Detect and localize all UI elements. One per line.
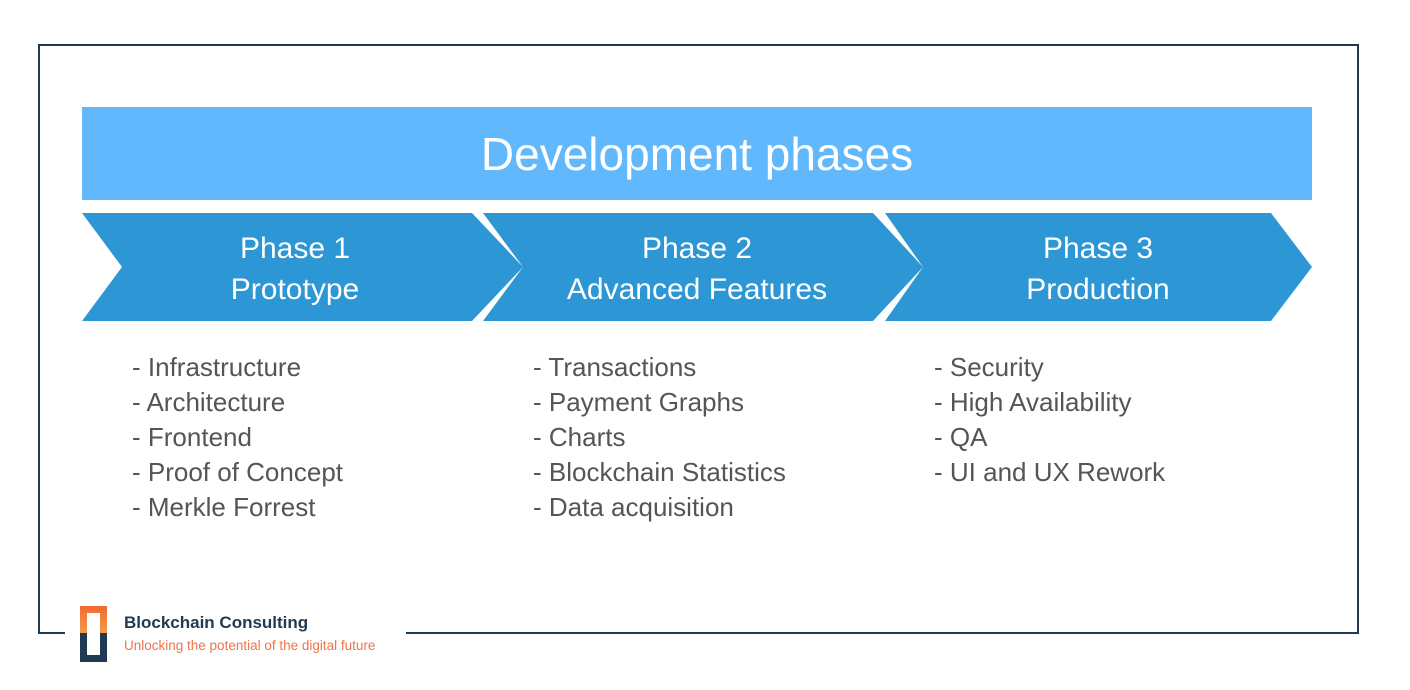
list-item: - Blockchain Statistics <box>533 457 786 487</box>
title-banner: Development phases <box>82 107 1312 200</box>
list-item: - Payment Graphs <box>533 387 744 417</box>
frame-bottom-right <box>406 632 1359 634</box>
list-item: - UI and UX Rework <box>934 457 1166 487</box>
list-item: - Architecture <box>132 387 286 417</box>
phase-1-title: Phase 1 Prototype <box>95 228 495 310</box>
frame-top <box>38 44 1359 46</box>
phase-1-items: - Infrastructure - Architecture - Fronte… <box>132 350 343 525</box>
phase-3-title: Phase 3 Production <box>898 228 1298 310</box>
list-item: - Proof of Concept <box>132 457 343 487</box>
list-item: - High Availability <box>934 387 1132 417</box>
phase-2-items: - Transactions - Payment Graphs - Charts… <box>533 350 786 525</box>
list-item: - Security <box>934 352 1044 382</box>
chevron-phase-1 <box>82 213 523 321</box>
list-item: - QA <box>934 422 988 452</box>
list-item: - Data acquisition <box>533 492 734 522</box>
phase-2-title: Phase 2 Advanced Features <box>497 228 897 310</box>
frame-left <box>38 44 40 634</box>
phase-3-items: - Security - High Availability - QA - UI… <box>934 350 1165 490</box>
frame-bottom-left <box>38 632 65 634</box>
phase-number: Phase 1 <box>239 232 351 265</box>
list-item: - Infrastructure <box>132 352 302 382</box>
company-logo-icon <box>80 606 107 662</box>
list-item: - Charts <box>533 422 626 452</box>
phase-number: Phase 3 <box>1042 232 1154 265</box>
list-item: - Transactions <box>533 352 697 382</box>
phase-name: Production <box>1026 273 1170 306</box>
phase-name: Prototype <box>230 273 360 306</box>
list-item: - Merkle Forrest <box>132 492 316 522</box>
chevron-phase-2 <box>483 213 923 321</box>
chevron-phase-3 <box>885 213 1312 321</box>
list-item: - Frontend <box>132 422 252 452</box>
phase-number: Phase 2 <box>641 232 753 265</box>
brand-tagline: Unlocking the potential of the digital f… <box>124 638 376 653</box>
brand-name: Blockchain Consulting <box>124 613 309 632</box>
phase-name: Advanced Features <box>566 273 828 306</box>
frame-right <box>1357 44 1359 634</box>
